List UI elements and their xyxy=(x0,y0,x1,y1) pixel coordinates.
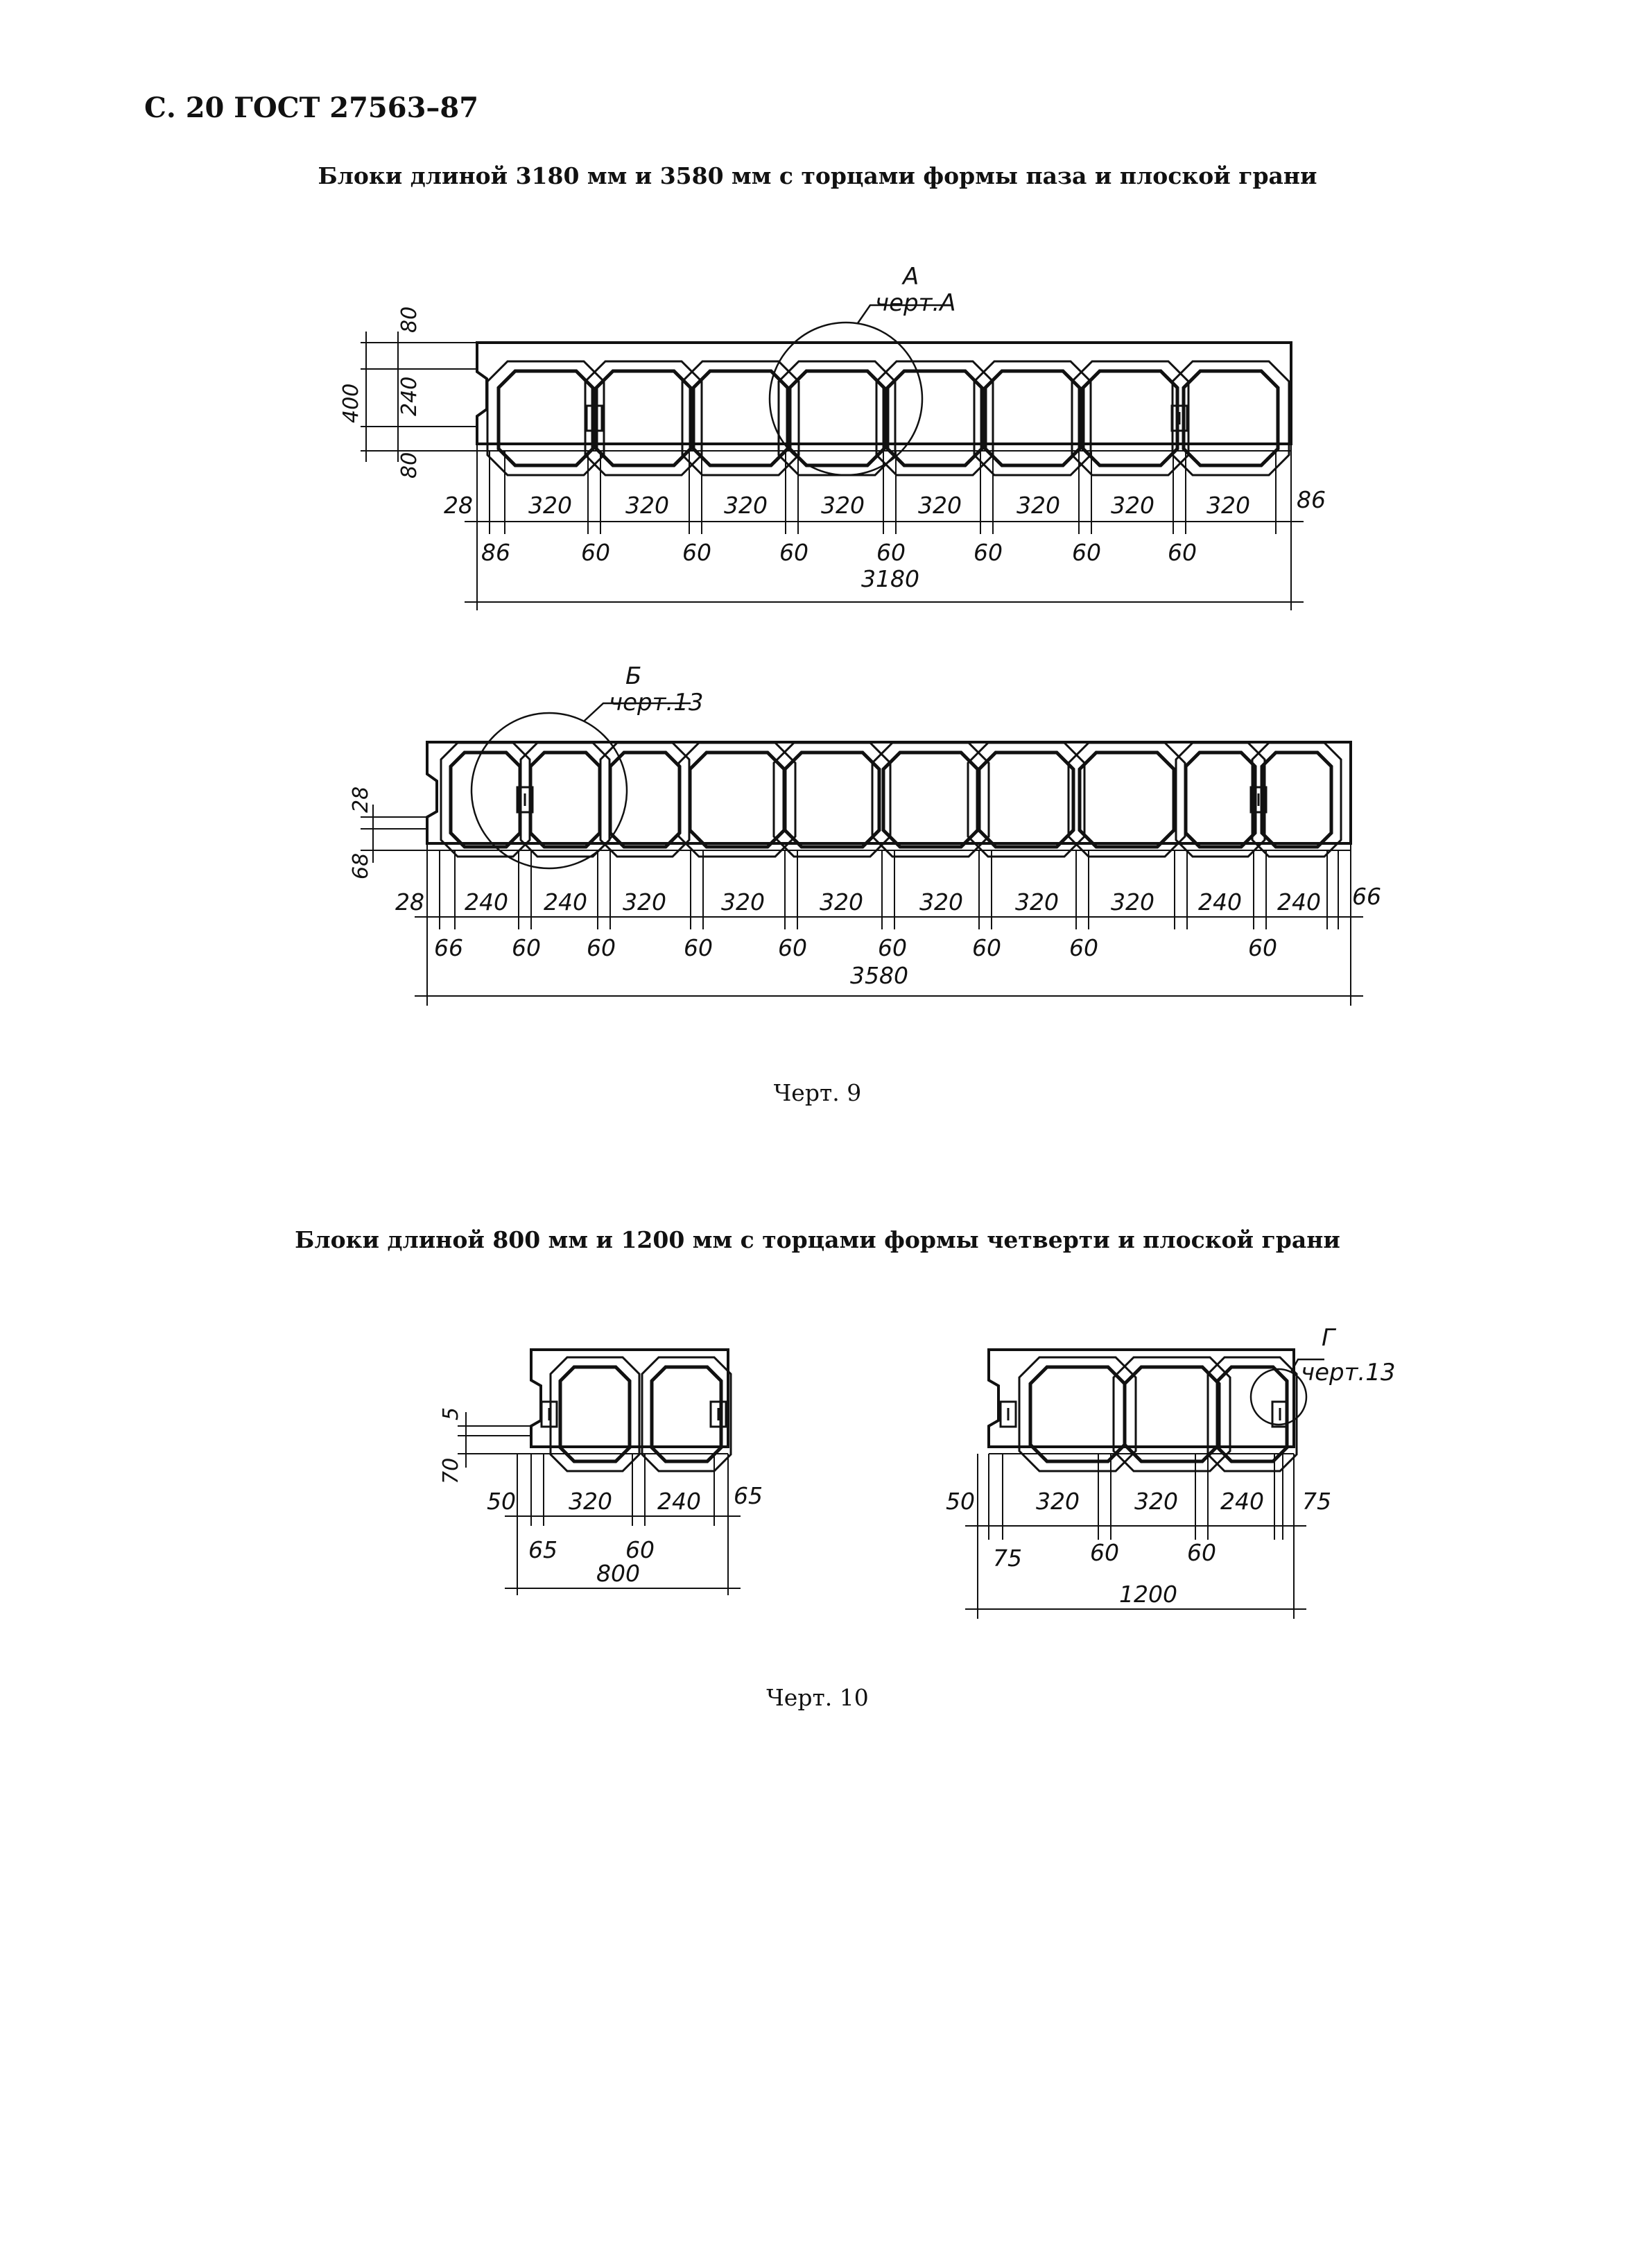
d1-dim: 60 xyxy=(1168,539,1197,566)
d1-vdim-80-top: 80 xyxy=(397,307,422,333)
d2-dim: 60 xyxy=(587,934,616,961)
d1-vdim-240: 240 xyxy=(397,377,422,416)
d4-total: 1200 xyxy=(1119,1581,1177,1608)
d2-dim: 240 xyxy=(544,888,587,916)
d2-dim: 240 xyxy=(1277,888,1321,916)
d3-dim: 65 xyxy=(528,1536,557,1563)
d2-dim: 60 xyxy=(512,934,541,961)
section1-caption: Блоки длиной 3180 мм и 3580 мм с торцами… xyxy=(318,162,1317,189)
d2-dim: 60 xyxy=(684,934,713,961)
d1-dim: 320 xyxy=(1206,492,1250,519)
d3-dim: 50 xyxy=(487,1488,516,1515)
callout-a-ref: черт.А xyxy=(875,289,955,317)
d2-vdim-28: 28 xyxy=(349,787,373,813)
d2-dim: 320 xyxy=(919,888,963,916)
d4-dim: 60 xyxy=(1187,1539,1216,1566)
d4-dim: 320 xyxy=(1134,1488,1178,1515)
d2-dim: 320 xyxy=(1111,888,1154,916)
d4-dim: 60 xyxy=(1090,1539,1119,1566)
d1-dim: 86 xyxy=(1297,486,1326,513)
callout-g-letter: Г xyxy=(1322,1324,1337,1352)
block-3180-drawing xyxy=(361,304,1304,610)
d2-dim: 28 xyxy=(395,888,424,916)
d1-dim: 320 xyxy=(724,492,768,519)
page-header: С. 20 ГОСТ 27563–87 xyxy=(144,92,479,124)
d4-dim: 50 xyxy=(946,1488,975,1515)
d3-dim: 60 xyxy=(625,1536,655,1563)
d4-dim: 75 xyxy=(1302,1488,1331,1515)
d1-dim: 28 xyxy=(444,492,473,519)
d1-dim: 320 xyxy=(1111,492,1154,519)
d4-dim: 240 xyxy=(1220,1488,1264,1515)
d2-dim: 320 xyxy=(623,888,666,916)
d4-dim: 75 xyxy=(993,1545,1022,1572)
d2-dim: 60 xyxy=(1248,934,1277,961)
figure9-label: Черт. 9 xyxy=(773,1079,862,1106)
d2-dim: 320 xyxy=(1015,888,1059,916)
d3-total: 800 xyxy=(596,1560,640,1587)
d2-dim: 240 xyxy=(465,888,508,916)
section2-caption: Блоки длиной 800 мм и 1200 мм с торцами … xyxy=(295,1226,1340,1253)
callout-b-letter: Б xyxy=(625,662,641,690)
d3-vdim-70: 70 xyxy=(439,1458,463,1484)
d3-dim: 240 xyxy=(657,1488,701,1515)
d2-vdim-68: 68 xyxy=(349,853,373,879)
d1-dim: 320 xyxy=(528,492,572,519)
d1-dim: 60 xyxy=(1072,539,1101,566)
d3-dim: 320 xyxy=(569,1488,612,1515)
d2-dim: 60 xyxy=(778,934,807,961)
d3-vdim-5: 5 xyxy=(439,1407,463,1420)
d2-dim: 320 xyxy=(721,888,765,916)
block-800-drawing xyxy=(458,1348,741,1595)
d3-dim: 65 xyxy=(734,1482,763,1509)
d1-dim: 86 xyxy=(481,539,510,566)
d4-dim: 320 xyxy=(1036,1488,1080,1515)
callout-b-ref: черт.13 xyxy=(609,689,703,716)
d1-dim: 60 xyxy=(682,539,711,566)
d1-vdim-400: 400 xyxy=(339,384,363,423)
d2-dim: 66 xyxy=(434,934,463,961)
d2-total: 3580 xyxy=(850,962,908,989)
d2-dim: 60 xyxy=(878,934,907,961)
block-1200-drawing xyxy=(965,1348,1324,1619)
d2-dim: 66 xyxy=(1352,883,1381,910)
block-3580-drawing xyxy=(361,702,1363,1006)
d1-dim: 60 xyxy=(876,539,906,566)
d2-dim: 240 xyxy=(1198,888,1242,916)
d1-dim: 320 xyxy=(918,492,962,519)
d1-dim: 320 xyxy=(821,492,865,519)
d1-dim: 60 xyxy=(581,539,610,566)
d1-dim: 60 xyxy=(779,539,808,566)
callout-g-ref: черт.13 xyxy=(1301,1359,1395,1386)
d2-dim: 320 xyxy=(820,888,863,916)
d2-dim: 60 xyxy=(972,934,1001,961)
d1-vdim-80-bottom: 80 xyxy=(397,452,422,479)
d1-dim: 320 xyxy=(1017,492,1060,519)
figure10-label: Черт. 10 xyxy=(766,1684,869,1711)
d1-dim: 320 xyxy=(625,492,669,519)
d1-dim: 60 xyxy=(974,539,1003,566)
d2-dim: 60 xyxy=(1069,934,1098,961)
callout-a-letter: А xyxy=(901,263,919,291)
d1-total: 3180 xyxy=(861,565,919,592)
